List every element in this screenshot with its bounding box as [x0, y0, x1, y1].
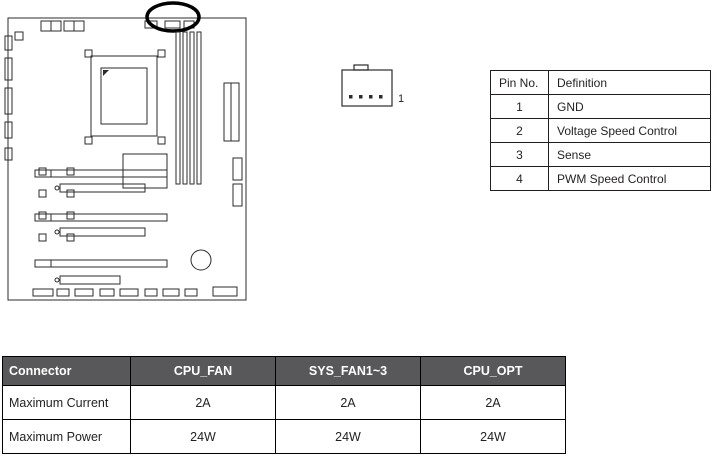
atx12v-connectors — [40, 20, 85, 32]
definition-header: Definition — [548, 70, 711, 95]
atx-24pin-connector — [223, 82, 240, 142]
table-row: 2 Voltage Speed Control — [490, 118, 711, 143]
spec-value: 24W — [275, 419, 421, 454]
cpu-fan-header-cell: CPU_FAN — [130, 356, 276, 386]
pin-definition: PWM Speed Control — [548, 166, 711, 191]
pin1-label: 1 — [398, 93, 404, 105]
fan-connector-diagram: 1 — [341, 64, 404, 107]
board-outline — [7, 17, 247, 301]
pin-definition: Voltage Speed Control — [548, 118, 711, 143]
connector-header: Connector — [2, 356, 131, 386]
sys-fan-header-cell: SYS_FAN1~3 — [275, 356, 421, 386]
pin-definition: GND — [548, 94, 711, 119]
pin-number: 2 — [490, 118, 549, 143]
spec-value: 24W — [130, 419, 276, 454]
table-row: Maximum Power 24W 24W 24W — [2, 419, 566, 454]
connector-body — [341, 69, 393, 107]
pin-number: 3 — [490, 142, 549, 167]
table-row: Maximum Current 2A 2A 2A — [2, 385, 566, 420]
battery — [190, 249, 212, 271]
table-row: 1 GND — [490, 94, 711, 119]
connector-tab — [353, 64, 369, 71]
spec-table-header-row: Connector CPU_FAN SYS_FAN1~3 CPU_OPT — [2, 356, 566, 386]
small-components — [38, 167, 75, 242]
cpu-socket — [84, 49, 166, 145]
motherboard-diagram — [4, 1, 247, 301]
table-row: 3 Sense — [490, 142, 711, 167]
pin-definition: Sense — [548, 142, 711, 167]
pin-definition-table: Pin No. Definition 1 GND 2 Voltage Speed… — [490, 70, 711, 191]
sata-connectors — [232, 157, 243, 207]
pin-no-header: Pin No. — [490, 70, 549, 95]
spec-value: 2A — [420, 385, 566, 420]
pin-table-header-row: Pin No. Definition — [490, 70, 711, 95]
pin-number: 4 — [490, 166, 549, 191]
dimm-slots — [175, 31, 202, 185]
spec-row-label: Maximum Current — [2, 385, 131, 420]
spec-value: 24W — [420, 419, 566, 454]
spec-value: 2A — [275, 385, 421, 420]
pin-number: 1 — [490, 94, 549, 119]
spec-row-label: Maximum Power — [2, 419, 131, 454]
connector-spec-table: Connector CPU_FAN SYS_FAN1~3 CPU_OPT Max… — [2, 356, 566, 454]
spec-value: 2A — [130, 385, 276, 420]
m2-slots — [54, 183, 146, 285]
chipset — [122, 153, 168, 189]
pcie-slots — [34, 169, 168, 268]
cpu-opt-header-cell: CPU_OPT — [420, 356, 566, 386]
table-row: 4 PWM Speed Control — [490, 166, 711, 191]
highlight-circle — [145, 1, 201, 33]
rear-io-connectors — [4, 31, 24, 161]
bottom-headers — [32, 286, 238, 297]
connector-pins — [349, 95, 383, 99]
